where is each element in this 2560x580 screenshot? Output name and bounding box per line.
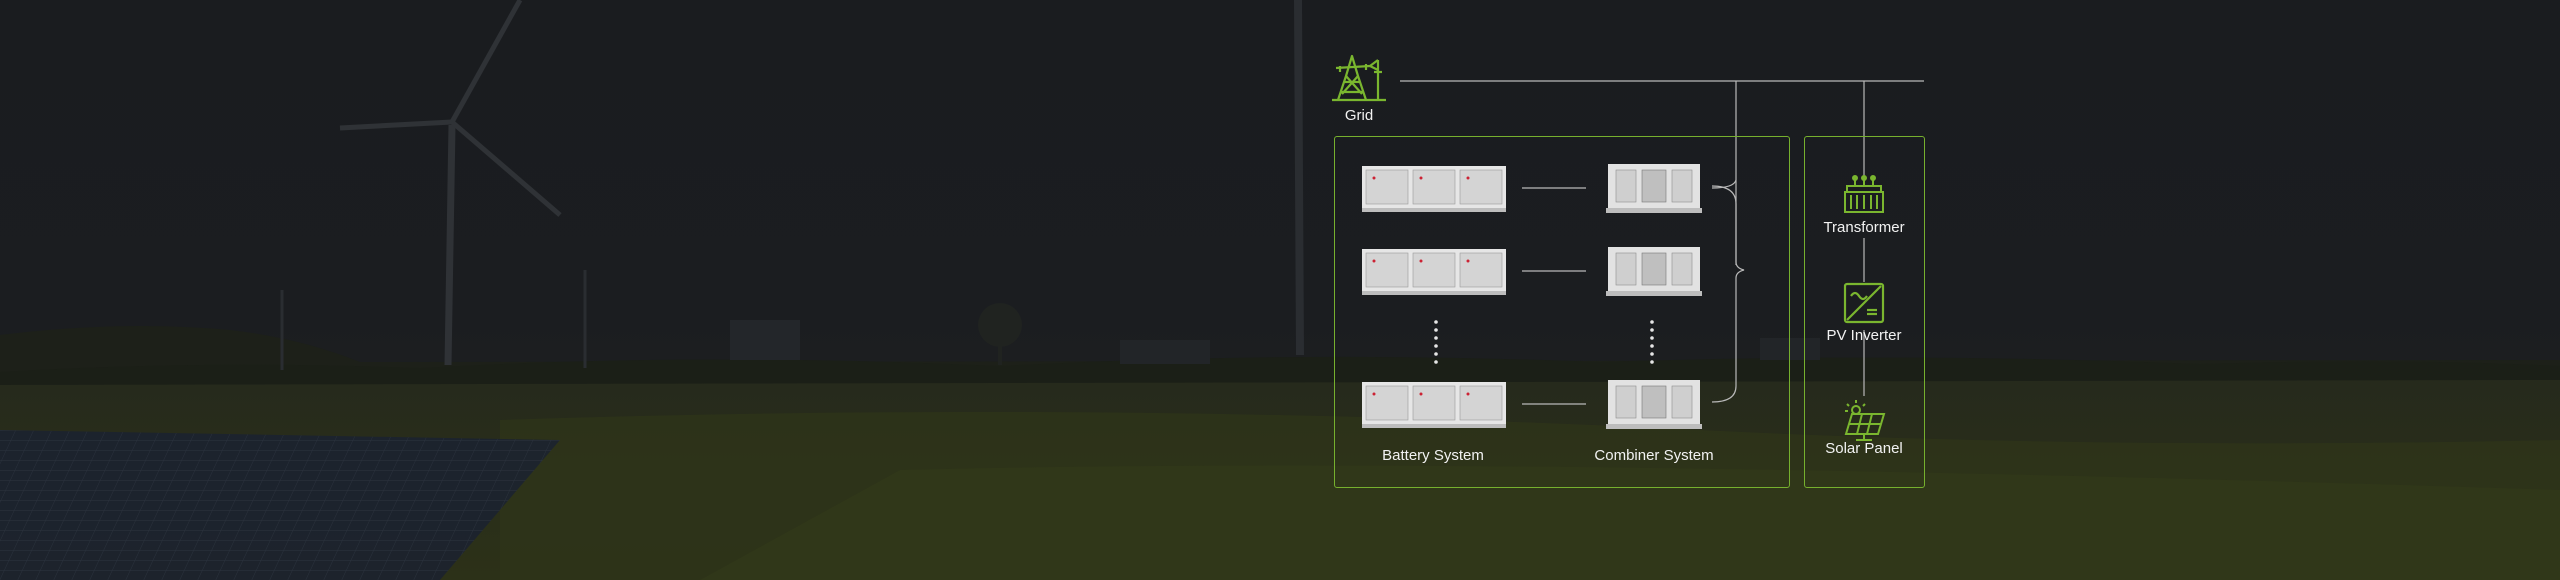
combiner-system-label: Combiner System [1594, 447, 1714, 464]
battery-cabinet [1362, 249, 1506, 295]
combiner-brace-top [1711, 179, 1737, 189]
battery-cabinet [1362, 382, 1506, 428]
solar-panel-icon [1844, 400, 1886, 441]
storage-system-panel [1334, 136, 1790, 488]
transformer-icon [1844, 175, 1884, 213]
combiner-ellipsis [1650, 320, 1654, 364]
pv-inverter-label: PV Inverter [1826, 327, 1902, 344]
grid-label: Grid [1344, 107, 1374, 124]
solar-panel-label: Solar Panel [1825, 440, 1903, 457]
battery-ellipsis [1434, 320, 1438, 364]
grid-tower-icon [1332, 54, 1386, 102]
transformer-label: Transformer [1823, 219, 1905, 236]
combiner-cabinet [1606, 247, 1702, 296]
combiner-brace [1711, 185, 1745, 403]
battery-cabinet [1362, 166, 1506, 212]
battery-system-label: Battery System [1382, 447, 1484, 464]
pv-system-panel [1804, 136, 1925, 488]
pv-inverter-icon [1843, 282, 1885, 324]
combiner-cabinet [1606, 380, 1702, 429]
combiner-cabinet [1606, 164, 1702, 213]
